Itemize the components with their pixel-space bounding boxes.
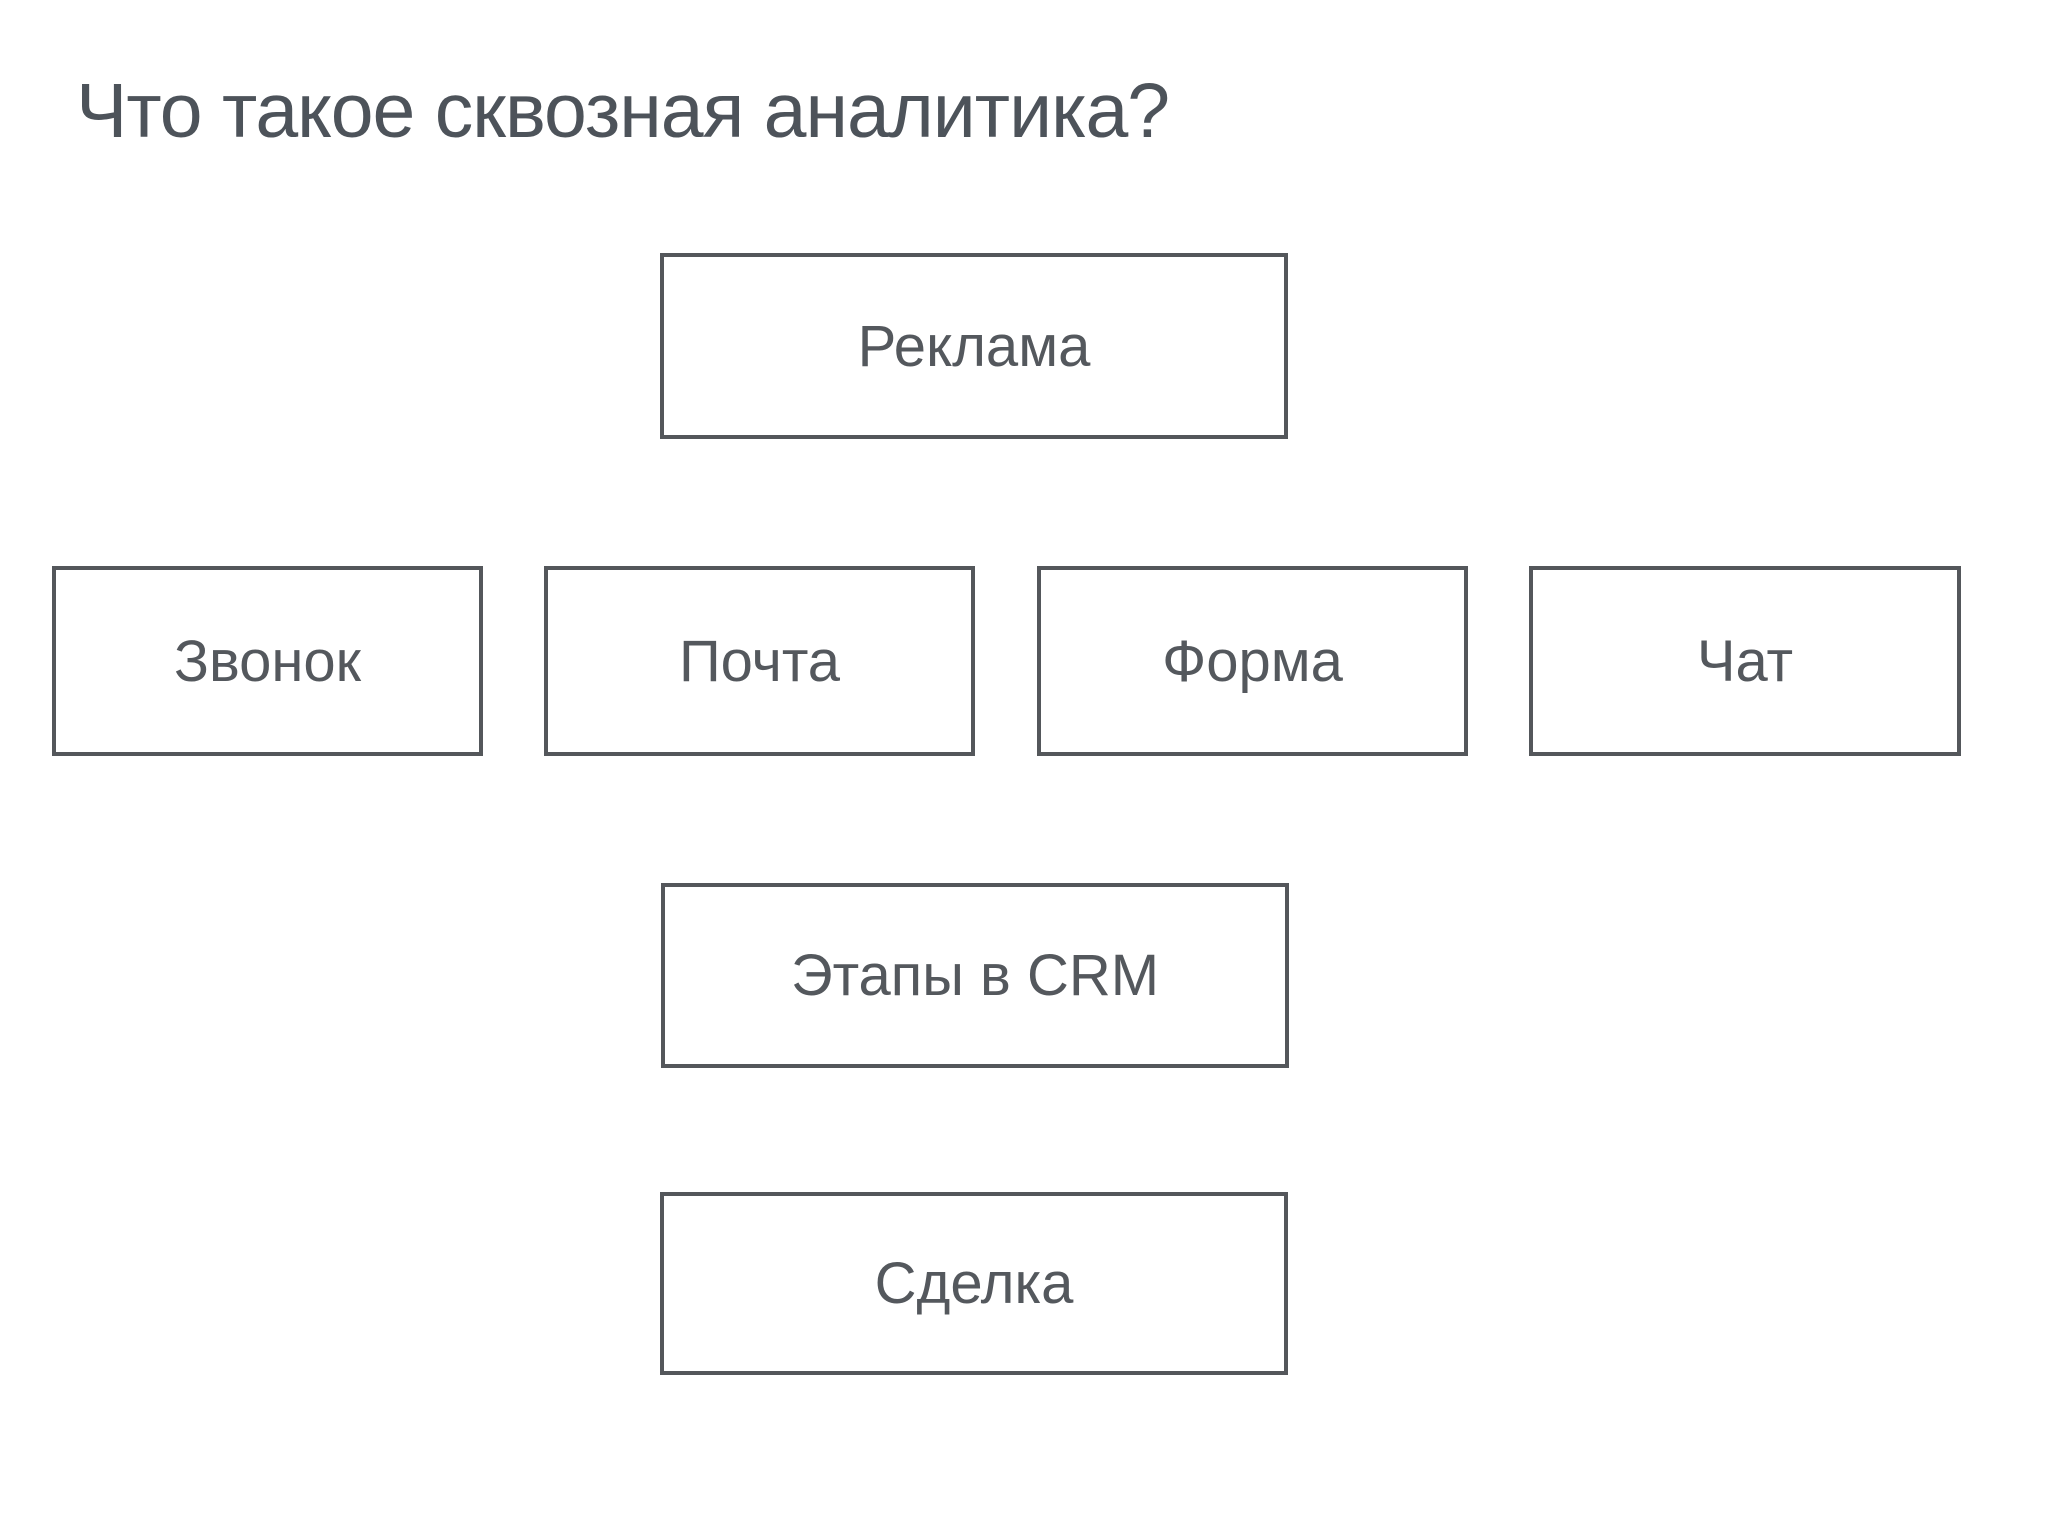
- diagram-box-pochta: Почта: [544, 566, 975, 756]
- diagram-box-zvonok: Звонок: [52, 566, 483, 756]
- box-label-chat: Чат: [1696, 628, 1794, 694]
- diagram-box-reklama: Реклама: [660, 253, 1288, 439]
- diagram-box-sdelka: Сделка: [660, 1192, 1288, 1375]
- box-label-etapy-v-crm: Этапы в CRM: [790, 943, 1160, 1008]
- page-title: Что такое сквозная аналитика?: [76, 68, 1170, 154]
- diagram-box-etapy-v-crm: Этапы в CRM: [661, 883, 1289, 1068]
- box-label-sdelka: Сделка: [874, 1251, 1074, 1316]
- box-label-pochta: Почта: [678, 628, 841, 694]
- diagram-box-chat: Чат: [1529, 566, 1961, 756]
- box-label-forma: Форма: [1162, 628, 1343, 694]
- diagram-box-forma: Форма: [1037, 566, 1468, 756]
- box-label-zvonok: Звонок: [173, 628, 362, 694]
- box-label-reklama: Реклама: [857, 313, 1091, 379]
